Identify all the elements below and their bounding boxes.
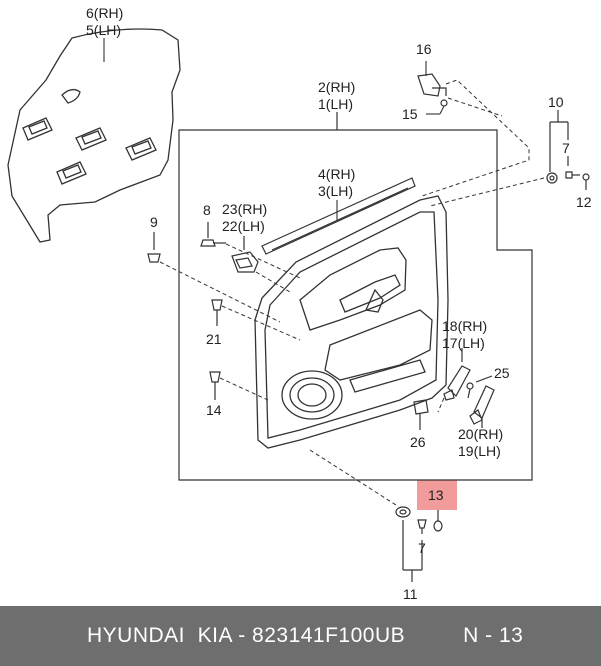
labels: 6(RH) 5(LH) 2(RH) 1(LH) 16 15 10 7 12 4(… bbox=[86, 5, 592, 602]
label-part-4: 4(RH) bbox=[318, 166, 355, 182]
part-number-text: HYUNDAI KIA - 823141F100UB bbox=[87, 624, 406, 647]
label-part-7a: 7 bbox=[562, 140, 570, 156]
label-part-16: 16 bbox=[416, 41, 432, 57]
fastener-group-11 bbox=[395, 506, 443, 582]
footer-caption: HYUNDAI KIA - 823141F100UB N - 13 bbox=[87, 624, 523, 648]
parts-diagram: 6(RH) 5(LH) 2(RH) 1(LH) 16 15 10 7 12 4(… bbox=[7, 5, 592, 602]
label-part-2: 2(RH) bbox=[318, 79, 355, 95]
trim-strip bbox=[261, 177, 416, 255]
label-part-12: 12 bbox=[576, 194, 592, 210]
label-part-3: 3(LH) bbox=[318, 183, 353, 199]
label-part-18: 18(RH) bbox=[442, 318, 487, 334]
label-part-21: 21 bbox=[206, 331, 222, 347]
screw-part-25 bbox=[466, 375, 493, 399]
label-part-6: 6(RH) bbox=[86, 5, 123, 21]
label-part-8: 8 bbox=[203, 202, 211, 218]
clip-part-9 bbox=[147, 232, 161, 263]
label-part-7b: 7 bbox=[418, 540, 426, 556]
bracket-part-18 bbox=[443, 348, 471, 401]
label-part-1: 1(LH) bbox=[318, 96, 353, 112]
clip-part-14 bbox=[209, 371, 221, 400]
fastener-group-10 bbox=[546, 110, 590, 190]
label-part-14: 14 bbox=[206, 402, 222, 418]
label-part-15: 15 bbox=[402, 106, 418, 122]
footer-bar: HYUNDAI KIA - 823141F100UB N - 13 bbox=[0, 606, 601, 666]
label-part-9: 9 bbox=[150, 214, 158, 230]
reference-number-text: N - 13 bbox=[463, 624, 524, 647]
label-part-5: 5(LH) bbox=[86, 22, 121, 38]
bolt-part-8 bbox=[200, 222, 226, 247]
cap-part-26 bbox=[413, 399, 429, 430]
label-part-25: 25 bbox=[494, 365, 510, 381]
door-trim-panel bbox=[254, 195, 449, 449]
bracket-part bbox=[417, 73, 448, 107]
label-part-10: 10 bbox=[548, 94, 564, 110]
label-part-11: 11 bbox=[403, 586, 418, 602]
insulation-pad bbox=[7, 28, 181, 243]
assembly-frame bbox=[178, 112, 533, 481]
label-part-20: 20(RH) bbox=[458, 426, 503, 442]
clip-part-21 bbox=[211, 299, 223, 326]
label-part-26: 26 bbox=[410, 434, 426, 450]
highlight-box bbox=[417, 480, 457, 510]
bracket-part-20 bbox=[469, 385, 495, 428]
label-part-22: 22(LH) bbox=[222, 218, 265, 234]
label-part-23: 23(RH) bbox=[222, 201, 267, 217]
label-part-13: 13 bbox=[428, 487, 444, 503]
diagram-canvas: 6(RH) 5(LH) 2(RH) 1(LH) 16 15 10 7 12 4(… bbox=[7, 5, 592, 602]
handle-mechanism bbox=[231, 236, 259, 273]
dashed-leaders bbox=[159, 79, 545, 506]
label-part-17: 17(LH) bbox=[442, 335, 485, 351]
label-part-19: 19(LH) bbox=[458, 443, 501, 459]
